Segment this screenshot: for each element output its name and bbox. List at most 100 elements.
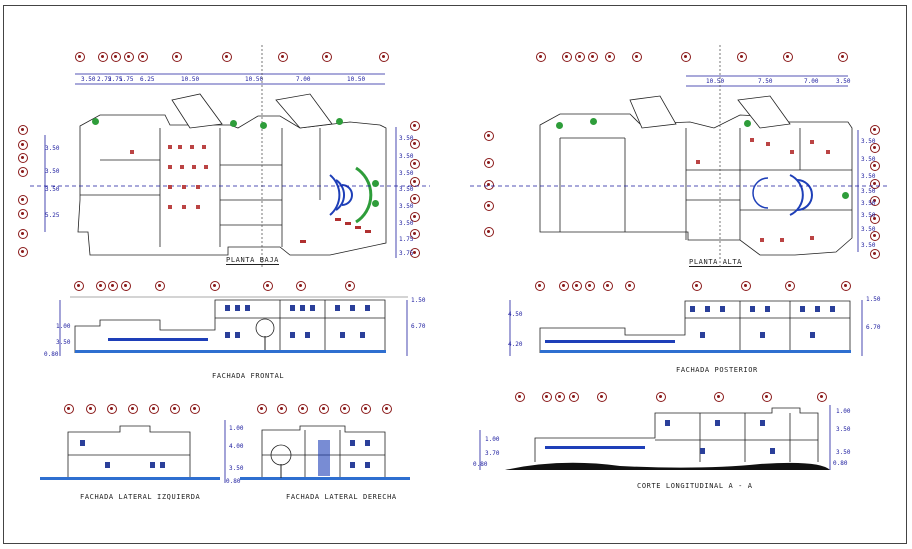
axis-bubble bbox=[410, 248, 420, 258]
dimension-label: 3.50 bbox=[861, 226, 876, 233]
axis-bubble bbox=[108, 281, 118, 291]
axis-bubble bbox=[75, 52, 85, 62]
axis-bubble bbox=[762, 392, 772, 402]
dimension-label: 0.80 bbox=[44, 351, 59, 358]
window-symbol bbox=[305, 332, 310, 338]
window-symbol bbox=[350, 305, 355, 311]
dimension-label: 4.20 bbox=[508, 341, 523, 348]
axis-bubble bbox=[484, 131, 494, 141]
tree-symbol bbox=[744, 120, 751, 127]
axis-bubble bbox=[107, 404, 117, 414]
axis-bubble bbox=[138, 52, 148, 62]
furniture-symbol bbox=[182, 205, 186, 209]
dimension-label: 3.50 bbox=[81, 76, 96, 83]
window-symbol bbox=[310, 305, 315, 311]
axis-bubble bbox=[870, 249, 880, 259]
drawing-title: PLANTA ALTA bbox=[689, 258, 742, 267]
axis-bubble bbox=[379, 52, 389, 62]
dimension-label: 1.00 bbox=[229, 425, 244, 432]
window-symbol bbox=[340, 332, 345, 338]
axis-bubble bbox=[572, 281, 582, 291]
dimension-label: 1.50 bbox=[866, 296, 881, 303]
seat-symbol bbox=[355, 226, 361, 229]
dimension-label: 3.50 bbox=[45, 186, 60, 193]
axis-bubble bbox=[96, 281, 106, 291]
window-symbol bbox=[235, 305, 240, 311]
axis-bubble bbox=[222, 52, 232, 62]
dimension-label: 10.50 bbox=[181, 76, 200, 83]
axis-bubble bbox=[319, 404, 329, 414]
dimension-label: 3.50 bbox=[45, 168, 60, 175]
axis-bubble bbox=[681, 52, 691, 62]
dimension-label: 1.00 bbox=[56, 323, 71, 330]
furniture-symbol bbox=[760, 238, 764, 242]
axis-bubble bbox=[484, 201, 494, 211]
window-symbol bbox=[690, 306, 695, 312]
axis-bubble bbox=[111, 52, 121, 62]
dimension-label: 6.70 bbox=[411, 323, 426, 330]
window-symbol bbox=[290, 332, 295, 338]
dimension-label: 0.80 bbox=[833, 460, 848, 467]
window-symbol bbox=[760, 332, 765, 338]
axis-bubble bbox=[559, 281, 569, 291]
window-symbol bbox=[715, 420, 720, 426]
dimension-label: 4.50 bbox=[508, 311, 523, 318]
axis-bubble bbox=[841, 281, 851, 291]
axis-bubble bbox=[741, 281, 751, 291]
axis-bubble bbox=[484, 180, 494, 190]
axis-bubble bbox=[64, 404, 74, 414]
dimension-label: 3.50 bbox=[45, 145, 60, 152]
axis-bubble bbox=[210, 281, 220, 291]
furniture-symbol bbox=[810, 236, 814, 240]
window-symbol bbox=[350, 440, 355, 446]
tree-symbol bbox=[230, 120, 237, 127]
window-symbol bbox=[810, 332, 815, 338]
dimension-label: 3.75 bbox=[399, 250, 414, 257]
dimension-label: 3.50 bbox=[836, 449, 851, 456]
axis-bubble bbox=[345, 281, 355, 291]
axis-bubble bbox=[18, 125, 28, 135]
furniture-symbol bbox=[750, 138, 754, 142]
tree-symbol bbox=[590, 118, 597, 125]
axis-bubble bbox=[322, 52, 332, 62]
window-symbol bbox=[105, 462, 110, 468]
dimension-label: 4.00 bbox=[229, 443, 244, 450]
axis-bubble bbox=[278, 52, 288, 62]
axis-bubble bbox=[128, 404, 138, 414]
tree-symbol bbox=[556, 122, 563, 129]
dimension-label: 3.50 bbox=[861, 212, 876, 219]
window-symbol bbox=[335, 305, 340, 311]
dimension-label: 1.50 bbox=[411, 297, 426, 304]
axis-bubble bbox=[817, 392, 827, 402]
furniture-symbol bbox=[810, 140, 814, 144]
dimension-label: 1.75 bbox=[119, 76, 134, 83]
axis-bubble bbox=[296, 281, 306, 291]
furniture-symbol bbox=[196, 205, 200, 209]
axis-bubble bbox=[484, 227, 494, 237]
window-symbol bbox=[705, 306, 710, 312]
axis-bubble bbox=[870, 231, 880, 241]
axis-bubble bbox=[263, 281, 273, 291]
dimension-label: 10.50 bbox=[706, 78, 725, 85]
axis-bubble bbox=[410, 121, 420, 131]
axis-bubble bbox=[18, 140, 28, 150]
tree-symbol bbox=[842, 192, 849, 199]
furniture-symbol bbox=[180, 165, 184, 169]
drawing-title: FACHADA LATERAL IZQUIERDA bbox=[80, 493, 201, 501]
sheet-border bbox=[3, 5, 907, 544]
window-symbol bbox=[760, 420, 765, 426]
window-symbol bbox=[290, 305, 295, 311]
axis-bubble bbox=[542, 392, 552, 402]
axis-bubble bbox=[410, 139, 420, 149]
furniture-symbol bbox=[178, 145, 182, 149]
dimension-label: 1.75 bbox=[399, 236, 414, 243]
axis-bubble bbox=[382, 404, 392, 414]
axis-bubble bbox=[121, 281, 131, 291]
drawing-title: PLANTA BAJA bbox=[226, 256, 279, 265]
window-symbol bbox=[360, 332, 365, 338]
window-symbol bbox=[665, 420, 670, 426]
seat-symbol bbox=[300, 240, 306, 243]
tree-symbol bbox=[372, 200, 379, 207]
tree-symbol bbox=[92, 118, 99, 125]
dimension-label: 2.75 bbox=[97, 76, 112, 83]
